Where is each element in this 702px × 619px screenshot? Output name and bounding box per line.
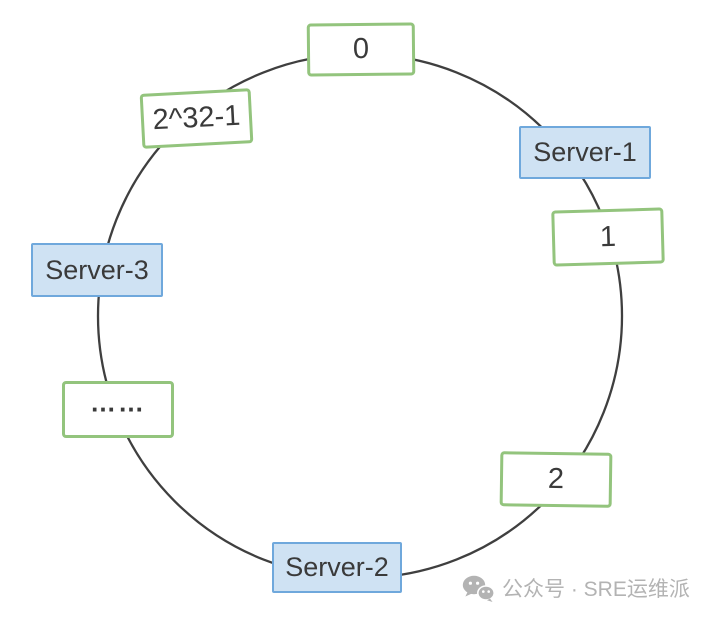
- hash-node-2-label: 2: [547, 462, 565, 496]
- hash-node-dots: ……: [62, 381, 174, 438]
- server-node-1-label: Server-1: [533, 137, 637, 167]
- server-node-2: Server-2: [272, 542, 402, 593]
- hash-node-max-label: 2^32-1: [151, 99, 242, 137]
- hash-node-0: 0: [306, 22, 416, 77]
- hash-node-1-label: 1: [599, 220, 617, 253]
- hash-node-2: 2: [499, 451, 613, 508]
- hash-node-max: 2^32-1: [139, 88, 254, 149]
- server-node-3-label: Server-3: [45, 254, 149, 285]
- hash-node-dots-label: ……: [90, 387, 146, 418]
- server-node-2-label: Server-2: [285, 552, 389, 582]
- wechat-icon: [462, 575, 494, 602]
- watermark-text: 公众号 · SRE运维派: [502, 578, 690, 601]
- server-node-1: Server-1: [519, 126, 651, 179]
- server-node-3: Server-3: [31, 243, 163, 297]
- hash-node-1: 1: [551, 207, 665, 267]
- hash-node-0-label: 0: [352, 32, 370, 66]
- watermark: 公众号 · SRE运维派: [462, 573, 690, 603]
